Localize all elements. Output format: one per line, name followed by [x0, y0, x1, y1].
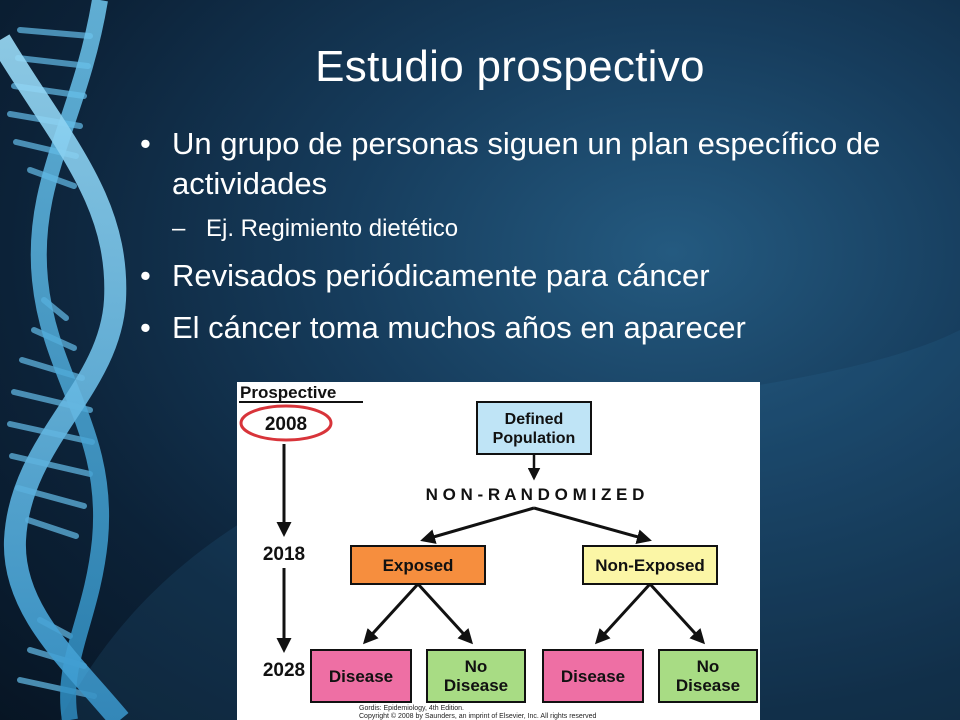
year-mid: 2018 — [263, 544, 305, 565]
dna-rungs — [7, 27, 97, 699]
figure-heading: Prospective — [240, 383, 336, 402]
design-label: N O N - R A N D O M I Z E D — [426, 485, 645, 504]
disease-box-exposed — [310, 649, 412, 703]
no-disease-label-2-exposed: Disease — [444, 676, 508, 695]
exposed-disease-arrow — [362, 582, 420, 645]
year-start: 2008 — [265, 414, 307, 435]
non-exposed-label: Non-Exposed — [595, 556, 705, 575]
disease-label-non-exposed: Disease — [561, 667, 625, 686]
sub-bullet-item: – Ej. Regimiento dietético — [140, 214, 940, 244]
non-exposed-box — [582, 545, 718, 585]
non-exposed-disease-arrow — [594, 582, 652, 645]
disease-box-non-exposed — [542, 649, 644, 703]
no-disease-label-1-non-exposed: No — [697, 657, 720, 676]
no-disease-label-1-exposed: No — [465, 657, 488, 676]
figure-credit-1: Gordis: Epidemiology, 4th Edition. — [359, 705, 464, 712]
bullet-item: • Revisados periódicamente para cáncer — [140, 256, 940, 296]
bullet-item: • El cáncer toma muchos años en aparecer — [140, 308, 940, 348]
study-diagram: Prospective 2008 2018 2028 Defined Popul… — [239, 383, 758, 720]
disease-label-exposed: Disease — [329, 667, 393, 686]
bullet-text: Un grupo de personas siguen un plan espe… — [172, 126, 881, 201]
figure-credit-2: Copyright © 2008 by Saunders, an imprint… — [359, 712, 597, 720]
population-label-1: Defined — [505, 411, 564, 428]
branch-arrow-non-exposed — [533, 506, 652, 545]
bullet-marker: • — [140, 310, 151, 345]
bullet-marker: • — [140, 126, 151, 161]
sub-bullet-text: Ej. Regimiento dietético — [206, 215, 459, 242]
exposed-box — [350, 545, 486, 585]
no-disease-box-exposed — [426, 649, 526, 703]
bullet-text: Revisados periódicamente para cáncer — [172, 258, 710, 293]
year-end: 2028 — [263, 660, 305, 681]
bullet-marker: • — [140, 258, 151, 293]
bullet-item: • Un grupo de personas siguen un plan es… — [140, 124, 940, 204]
non-exposed-no-disease-arrow — [648, 582, 706, 645]
year-highlight-circle — [239, 404, 333, 442]
bullet-list: • Un grupo de personas siguen un plan es… — [140, 124, 940, 360]
bullet-text: El cáncer toma muchos años en aparecer — [172, 310, 746, 345]
branch-arrow-exposed — [420, 506, 535, 544]
slide-title: Estudio prospectivo — [315, 42, 705, 91]
prospective-study-figure: Prospective 2008 2018 2028 Defined Popul… — [237, 382, 760, 720]
exposed-no-disease-arrow — [416, 582, 474, 645]
dna-strand-front — [0, 34, 129, 720]
population-label-2: Population — [493, 430, 576, 447]
sub-bullet-marker: – — [172, 215, 186, 242]
no-disease-label-2-non-exposed: Disease — [676, 676, 740, 695]
no-disease-box-non-exposed — [658, 649, 758, 703]
exposed-label: Exposed — [383, 556, 454, 575]
